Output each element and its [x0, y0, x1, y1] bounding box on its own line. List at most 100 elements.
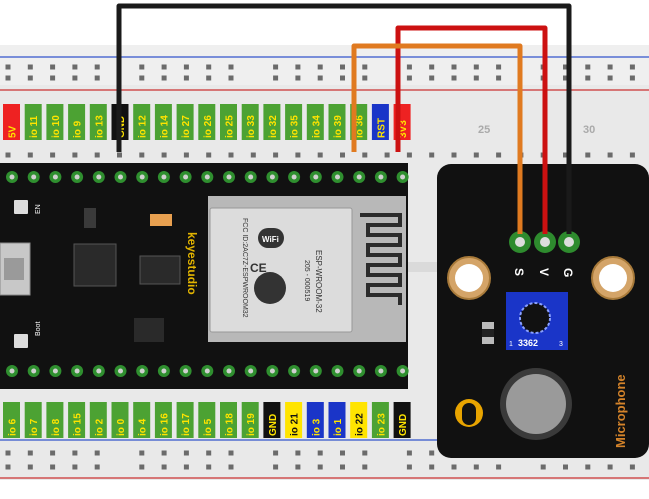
en-button-label: EN [35, 204, 42, 214]
bottom-pin-box [46, 402, 64, 438]
header-pin-hole [139, 368, 145, 374]
breadboard-hole [317, 152, 323, 158]
breadboard-hole [496, 464, 502, 470]
top-pin-label: io 14 [159, 115, 170, 138]
breadboard-hole [362, 152, 368, 158]
bottom-pin-box [241, 402, 259, 438]
top-pin-label: io 27 [181, 115, 192, 138]
brand-label-board: keyestudio [185, 232, 199, 295]
breadboard-hole [295, 450, 301, 456]
breadboard-hole [72, 450, 78, 456]
breadboard-hole [429, 450, 435, 456]
bottom-pin-box [111, 402, 129, 438]
header-pin-hole [118, 368, 123, 374]
breadboard-hole [94, 75, 100, 81]
breadboard-hole [228, 64, 234, 70]
breadboard-hole [94, 64, 100, 70]
header-pin-hole [400, 174, 406, 180]
breadboard-hole [139, 464, 145, 470]
breadboard-hole [340, 464, 345, 470]
breadboard-hole [629, 152, 635, 158]
voltage-regulator [139, 255, 181, 285]
ce-mark-icon: CE [250, 261, 267, 275]
header-pin-hole [400, 368, 406, 374]
wifi-logo-text: WiFi [262, 235, 279, 244]
header-pins-top [6, 171, 409, 183]
breadboard-hole [27, 152, 33, 158]
header-pins-bottom [6, 365, 409, 377]
top-pin-box [371, 104, 389, 140]
breadboard-hole [585, 75, 591, 81]
breadboard-hole [5, 64, 11, 70]
potentiometer-knob [519, 302, 551, 334]
breadboard-hole [273, 450, 279, 456]
breadboard-hole [273, 152, 279, 158]
breadboard-hole [5, 450, 11, 456]
bottom-pin-label: io 7 [29, 418, 40, 436]
header-pin-hole [183, 368, 189, 374]
top-pin-box [306, 104, 324, 140]
breadboard-hole [340, 450, 345, 456]
header-pin-hole [248, 368, 254, 374]
jumper-wires [116, 3, 572, 234]
bottom-pin-label: io 6 [8, 418, 19, 436]
header-pin-hole [9, 174, 15, 180]
wire-red-vcc [395, 25, 548, 234]
breadboard-hole [228, 464, 234, 470]
bottom-pin-box [68, 402, 86, 438]
header-pin-hole [356, 174, 362, 180]
bottom-pin-box [285, 402, 303, 438]
bottom-pin-box [263, 402, 281, 438]
top-pin-label: io 33 [246, 115, 257, 138]
breadboard-holes [5, 64, 635, 470]
header-pin-hole [118, 174, 123, 180]
pcb-antenna [360, 213, 402, 305]
bottom-pin-label: GND [398, 414, 409, 436]
breadboard-hole [384, 152, 390, 158]
top-pin-box [263, 104, 281, 140]
breadboard-hole [585, 64, 591, 70]
bottom-pin-label: io 8 [51, 418, 62, 436]
header-pin-hole [269, 368, 275, 374]
microphone-membrane [506, 374, 566, 434]
header-pin-hole [31, 368, 37, 374]
bottom-pin-box [371, 402, 389, 438]
pin-v-label: V [537, 268, 551, 276]
top-pin-box [24, 104, 42, 140]
breadboard-hole [228, 450, 234, 456]
sensor-name: Microphone [613, 374, 628, 448]
breadboard-hole [451, 75, 457, 81]
espressif-logo-icon [254, 272, 286, 304]
breadboard-hole [317, 450, 323, 456]
breadboard-hole [473, 64, 479, 70]
top-pin-label: RST [376, 118, 387, 138]
en-button [14, 200, 28, 214]
breadboard-hole [5, 464, 11, 470]
breadboard-hole [406, 464, 412, 470]
breadboard-hole [473, 152, 479, 158]
breadboard-hole [139, 64, 145, 70]
breadboard-hole [429, 75, 435, 81]
header-pin-hole [356, 368, 362, 374]
breadboard-hole [94, 152, 100, 158]
header-pin-hole [378, 174, 384, 180]
top-pin-box [198, 104, 216, 140]
bottom-pin-label: io 5 [203, 418, 214, 436]
breadboard-hole [228, 75, 234, 81]
breadboard-hole [72, 152, 78, 158]
breadboard-hole [429, 464, 435, 470]
header-pin-hole [269, 174, 275, 180]
bottom-pin-label: io 15 [73, 413, 84, 436]
breadboard-hole [473, 464, 479, 470]
bottom-pin-box [24, 402, 42, 438]
breadboard-hole [540, 464, 546, 470]
top-pin-label: io 35 [290, 115, 301, 138]
breadboard-hole [496, 152, 502, 158]
breadboard-hole [206, 64, 212, 70]
top-pin-label: io 12 [138, 115, 149, 138]
header-pin-hole [139, 174, 145, 180]
column-number-25: 25 [478, 124, 490, 136]
bottom-pin-box [306, 402, 324, 438]
header-pin-hole [52, 174, 58, 180]
